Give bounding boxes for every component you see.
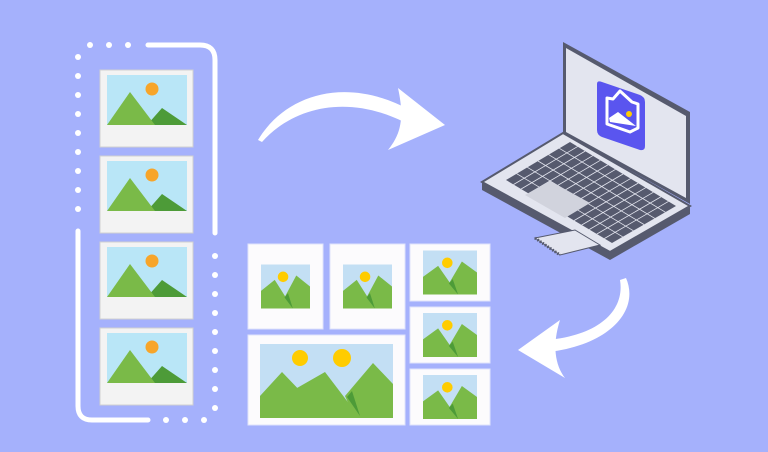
collage-photo-large [247, 334, 406, 426]
mountain-icon [448, 261, 477, 295]
border-dot [182, 417, 188, 423]
border-dot [125, 42, 131, 48]
border-dot [87, 42, 93, 48]
sun-icon [359, 271, 371, 283]
border-dot [163, 417, 169, 423]
arrow-to-laptop-icon [258, 88, 445, 150]
key-column-line [589, 191, 654, 230]
mountain-shadow [448, 403, 459, 419]
border-dot [75, 111, 81, 117]
arrow-to-collage-icon [518, 278, 630, 378]
border-dot [212, 386, 218, 392]
border-dot [75, 168, 81, 174]
sun-icon [145, 168, 159, 182]
sun-icon [442, 382, 453, 393]
collage-photo [409, 306, 491, 364]
mountain-icon [147, 194, 187, 211]
mountain-icon [107, 264, 155, 297]
border-dot [75, 149, 81, 155]
collage-photo [247, 243, 324, 330]
border-dot [212, 272, 218, 278]
mountain-icon [423, 390, 459, 419]
mountain-icon [423, 265, 459, 295]
source-photo [99, 69, 194, 148]
collage-photo [409, 243, 491, 302]
mountain-shadow [448, 341, 459, 357]
sun-icon [145, 254, 159, 268]
mountain-icon [107, 178, 155, 211]
mountain-icon [107, 350, 155, 383]
border-dot [212, 291, 218, 297]
border-dot [212, 253, 218, 259]
source-photo [99, 155, 194, 234]
border-dot [212, 329, 218, 335]
mountain-icon [423, 328, 459, 357]
border-line-bottom-left [75, 228, 151, 423]
key-column-line [520, 150, 586, 190]
laptop [479, 42, 693, 260]
mountain-icon [147, 280, 187, 297]
photo-column-border [75, 42, 218, 423]
app-icon-sun [626, 111, 632, 117]
collage-photo [329, 243, 406, 330]
mountain-shadow [366, 293, 375, 309]
trackpad [525, 181, 590, 218]
sun-icon [333, 349, 351, 367]
film-strip-icon [533, 229, 602, 257]
laptop-base-edge [482, 182, 690, 260]
mountain-icon [343, 279, 375, 309]
border-dot [106, 42, 112, 48]
border-dot [75, 54, 81, 60]
key-column-line [581, 187, 646, 226]
border-dot [212, 367, 218, 373]
sun-icon [442, 320, 453, 331]
mountain-icon [366, 275, 392, 309]
mountain-icon [448, 324, 477, 357]
border-dots [75, 42, 218, 423]
border-dot [201, 417, 207, 423]
border-dot [75, 130, 81, 136]
sun-icon [145, 82, 159, 96]
mountain-icon [147, 108, 187, 125]
collage-photo [409, 368, 491, 426]
mountain-icon [448, 386, 477, 419]
mountain-shadow [284, 293, 293, 309]
mountain-shadow [347, 391, 360, 416]
sun-icon [292, 350, 308, 366]
source-photo-column [99, 69, 194, 406]
source-photo [99, 327, 194, 406]
key-column-line [596, 196, 662, 235]
border-dot [75, 73, 81, 79]
border-dot [75, 206, 81, 212]
sun-icon [277, 271, 289, 283]
border-dot [75, 187, 81, 193]
mountain-icon [147, 366, 187, 383]
key-column-line [604, 201, 669, 239]
border-dot [75, 92, 81, 98]
mountain-icon [345, 363, 393, 418]
border-line-top-right [145, 42, 218, 236]
mountain-shadow [448, 279, 459, 295]
sun-icon [145, 340, 159, 354]
key-column-line [573, 182, 639, 221]
mountain-icon [261, 279, 293, 309]
key-column-line [513, 146, 578, 185]
mountain-icon [107, 92, 155, 125]
border-dot [212, 348, 218, 354]
photo-app-icon [597, 81, 645, 151]
mountain-icon [284, 275, 310, 309]
border-dot [212, 310, 218, 316]
mountain-icon [283, 372, 360, 418]
source-photo [99, 241, 194, 320]
sun-icon [442, 257, 453, 269]
photo-collage-grid [247, 243, 491, 426]
border-dot [212, 405, 218, 411]
